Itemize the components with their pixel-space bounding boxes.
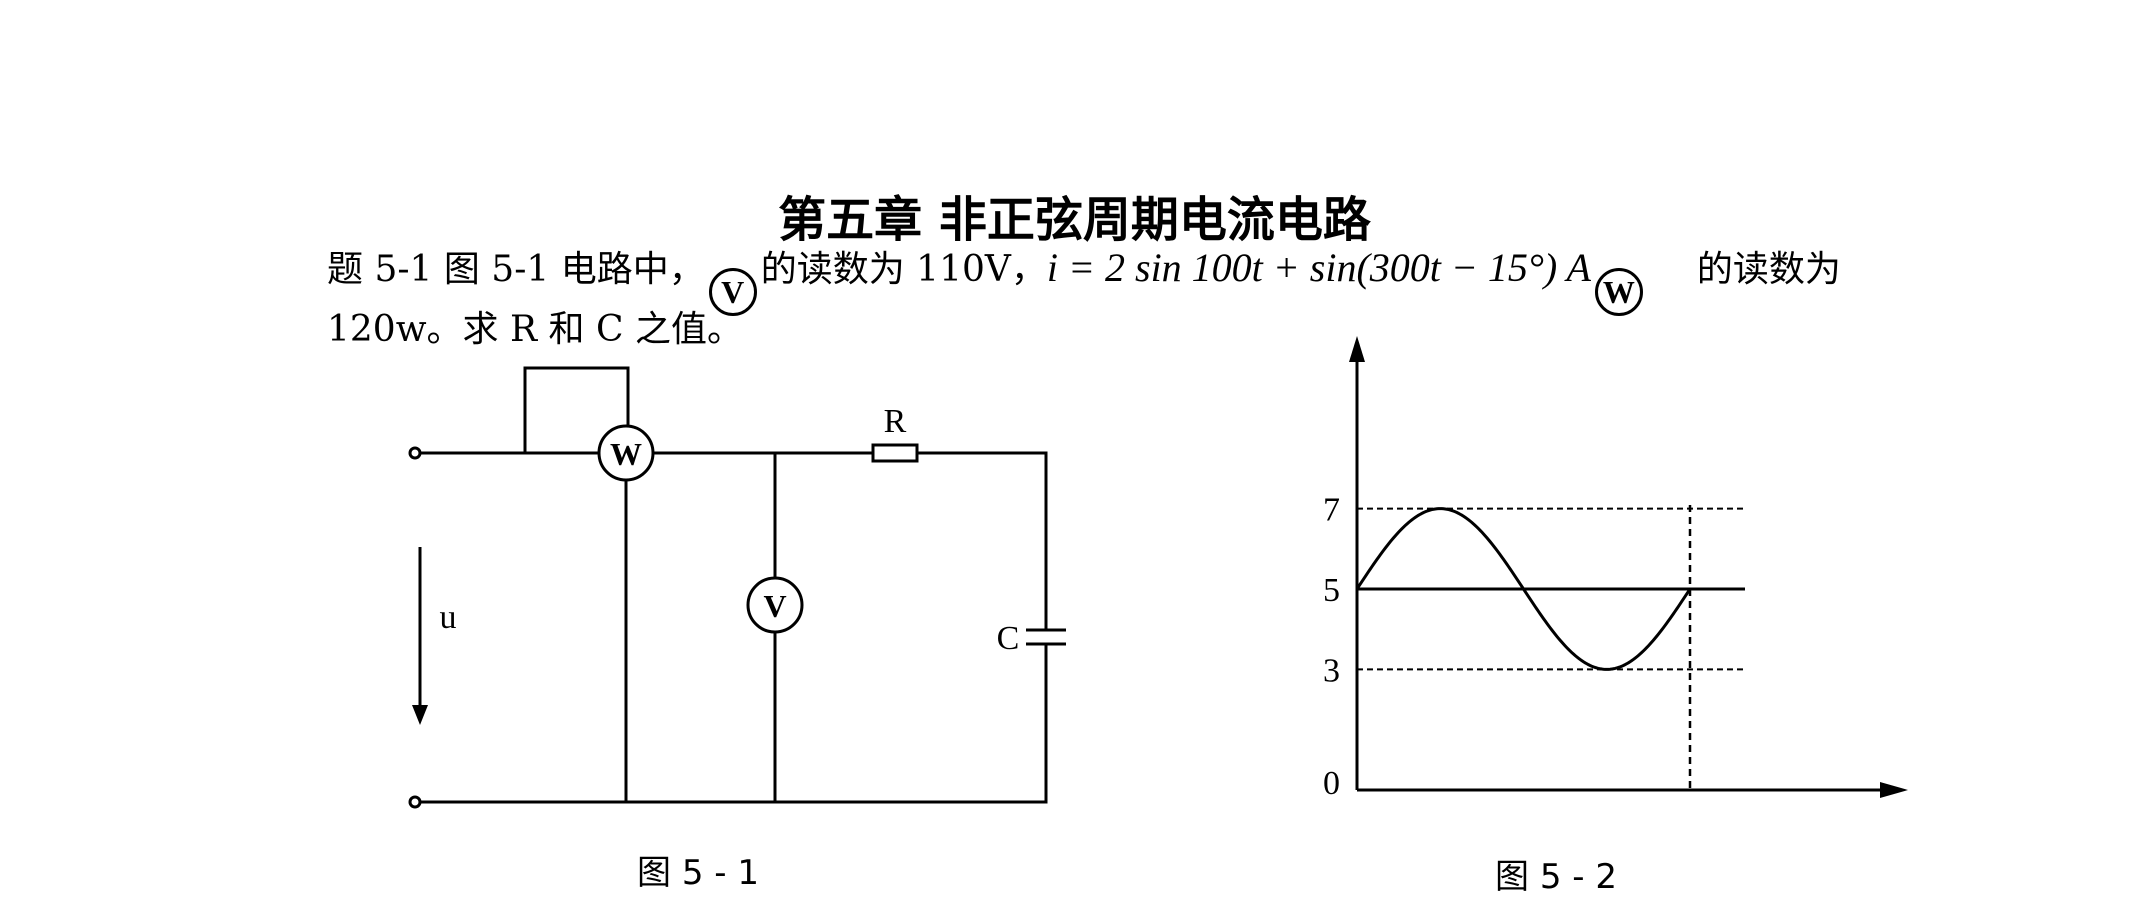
- problem-prefix: 题 5-1 图 5-1 电路中，: [327, 249, 705, 290]
- wattmeter-label: W: [610, 436, 642, 472]
- y-tick-label-3: 3: [1323, 652, 1340, 689]
- voltage-label: u: [440, 599, 457, 636]
- problem-mid: 的读数为 110V，: [760, 249, 1047, 290]
- y-tick-label-5: 5: [1323, 572, 1340, 609]
- figure-5-2-caption: 图 5 - 2: [1495, 857, 1617, 897]
- problem-line-2: 120w。求 R 和 C 之值。: [327, 309, 743, 350]
- page-title: 第五章 非正弦周期电流电路: [778, 192, 1371, 248]
- wattmeter-coil-loop: [523, 366, 630, 453]
- y-axis-arrow: [1349, 336, 1365, 362]
- voltmeter-label: V: [763, 588, 786, 624]
- wattmeter-icon: W: [1594, 268, 1643, 316]
- wire-bottom: [420, 644, 1048, 804]
- voltmeter-icon: V: [708, 268, 757, 316]
- resistor-label: R: [884, 403, 907, 440]
- y-tick-label-7: 7: [1323, 492, 1340, 529]
- x-axis-arrow: [1880, 782, 1908, 798]
- capacitor-label: C: [997, 620, 1020, 657]
- problem-suffix: 的读数为: [1696, 249, 1841, 290]
- wire-top-right: [917, 451, 1048, 570]
- voltage-arrow-head: [412, 705, 428, 725]
- problem-line-1: 题 5-1 图 5-1 电路中，V的读数为 110V，i = 2 sin 100…: [327, 240, 1841, 316]
- y-tick-label-0: 0: [1323, 765, 1340, 802]
- current-expression: i = 2 sin 100t + sin(300t − 15°) A: [1046, 245, 1591, 290]
- sine-wave-series: [1355, 507, 1692, 671]
- figure-5-1-caption: 图 5 - 1: [637, 853, 759, 893]
